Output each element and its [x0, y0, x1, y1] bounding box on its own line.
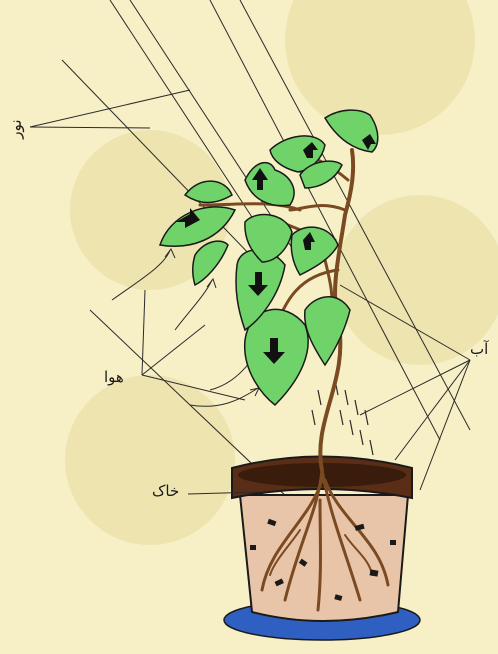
light-pointer-lines	[30, 90, 190, 128]
water-label: آب	[470, 340, 488, 358]
light-label: نور	[6, 119, 25, 139]
leaf	[305, 297, 350, 365]
soil-label: خاک	[152, 482, 179, 500]
leaf	[245, 163, 294, 206]
leaf	[291, 227, 338, 275]
air-label: هوا	[104, 368, 124, 386]
